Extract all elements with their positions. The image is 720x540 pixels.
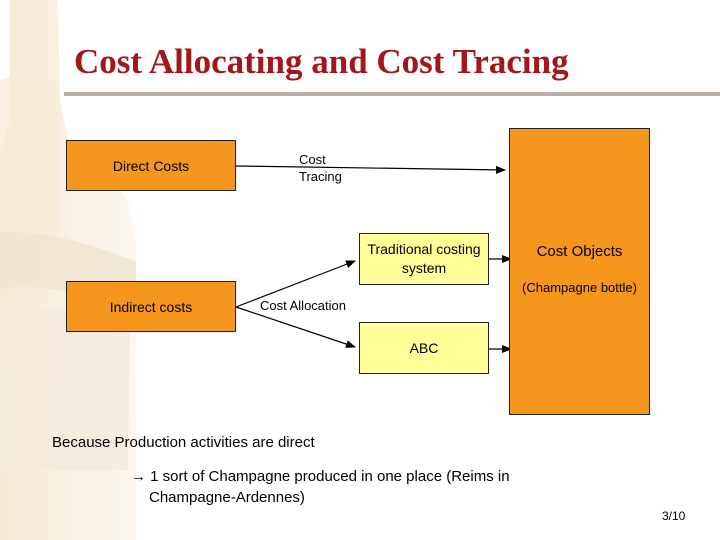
cost-tracing-label: Cost Tracing <box>299 152 342 184</box>
right-arrow-icon: → <box>131 468 146 485</box>
allocation-to-traditional-arrow <box>235 260 356 308</box>
note-line-2-continuation: Champagne-Ardennes) <box>149 489 305 506</box>
abc-box: ABC <box>359 322 489 374</box>
title-divider <box>64 92 720 96</box>
page-number: 3/10 <box>662 509 686 523</box>
abc-label: ABC <box>409 340 439 356</box>
indirect-costs-box: Indirect costs <box>66 281 236 332</box>
direct-costs-label: Direct Costs <box>112 157 190 174</box>
cost-objects-example: (Champagne bottle) <box>522 280 637 295</box>
direct-costs-box: Direct Costs <box>66 140 236 191</box>
bottle-watermark-image <box>0 0 160 540</box>
note-line-1: Because Production activities are direct <box>52 434 315 451</box>
allocation-to-abc-arrow <box>235 306 356 348</box>
cost-objects-box: Cost Objects (Champagne bottle) <box>509 128 650 415</box>
note-line-2-text: 1 sort of Champagne produced in one plac… <box>146 468 510 485</box>
page-title: Cost Allocating and Cost Tracing <box>74 42 569 81</box>
cost-objects-title: Cost Objects <box>536 243 623 260</box>
indirect-costs-label: Indirect costs <box>109 298 193 315</box>
traditional-costing-label: Traditional costing system <box>367 241 481 276</box>
note-line-2: → 1 sort of Champagne produced in one pl… <box>131 466 601 508</box>
traditional-costing-box: Traditional costing system <box>359 233 489 285</box>
cost-allocation-label: Cost Allocation <box>260 298 346 313</box>
cost-tracing-arrow <box>235 165 506 174</box>
